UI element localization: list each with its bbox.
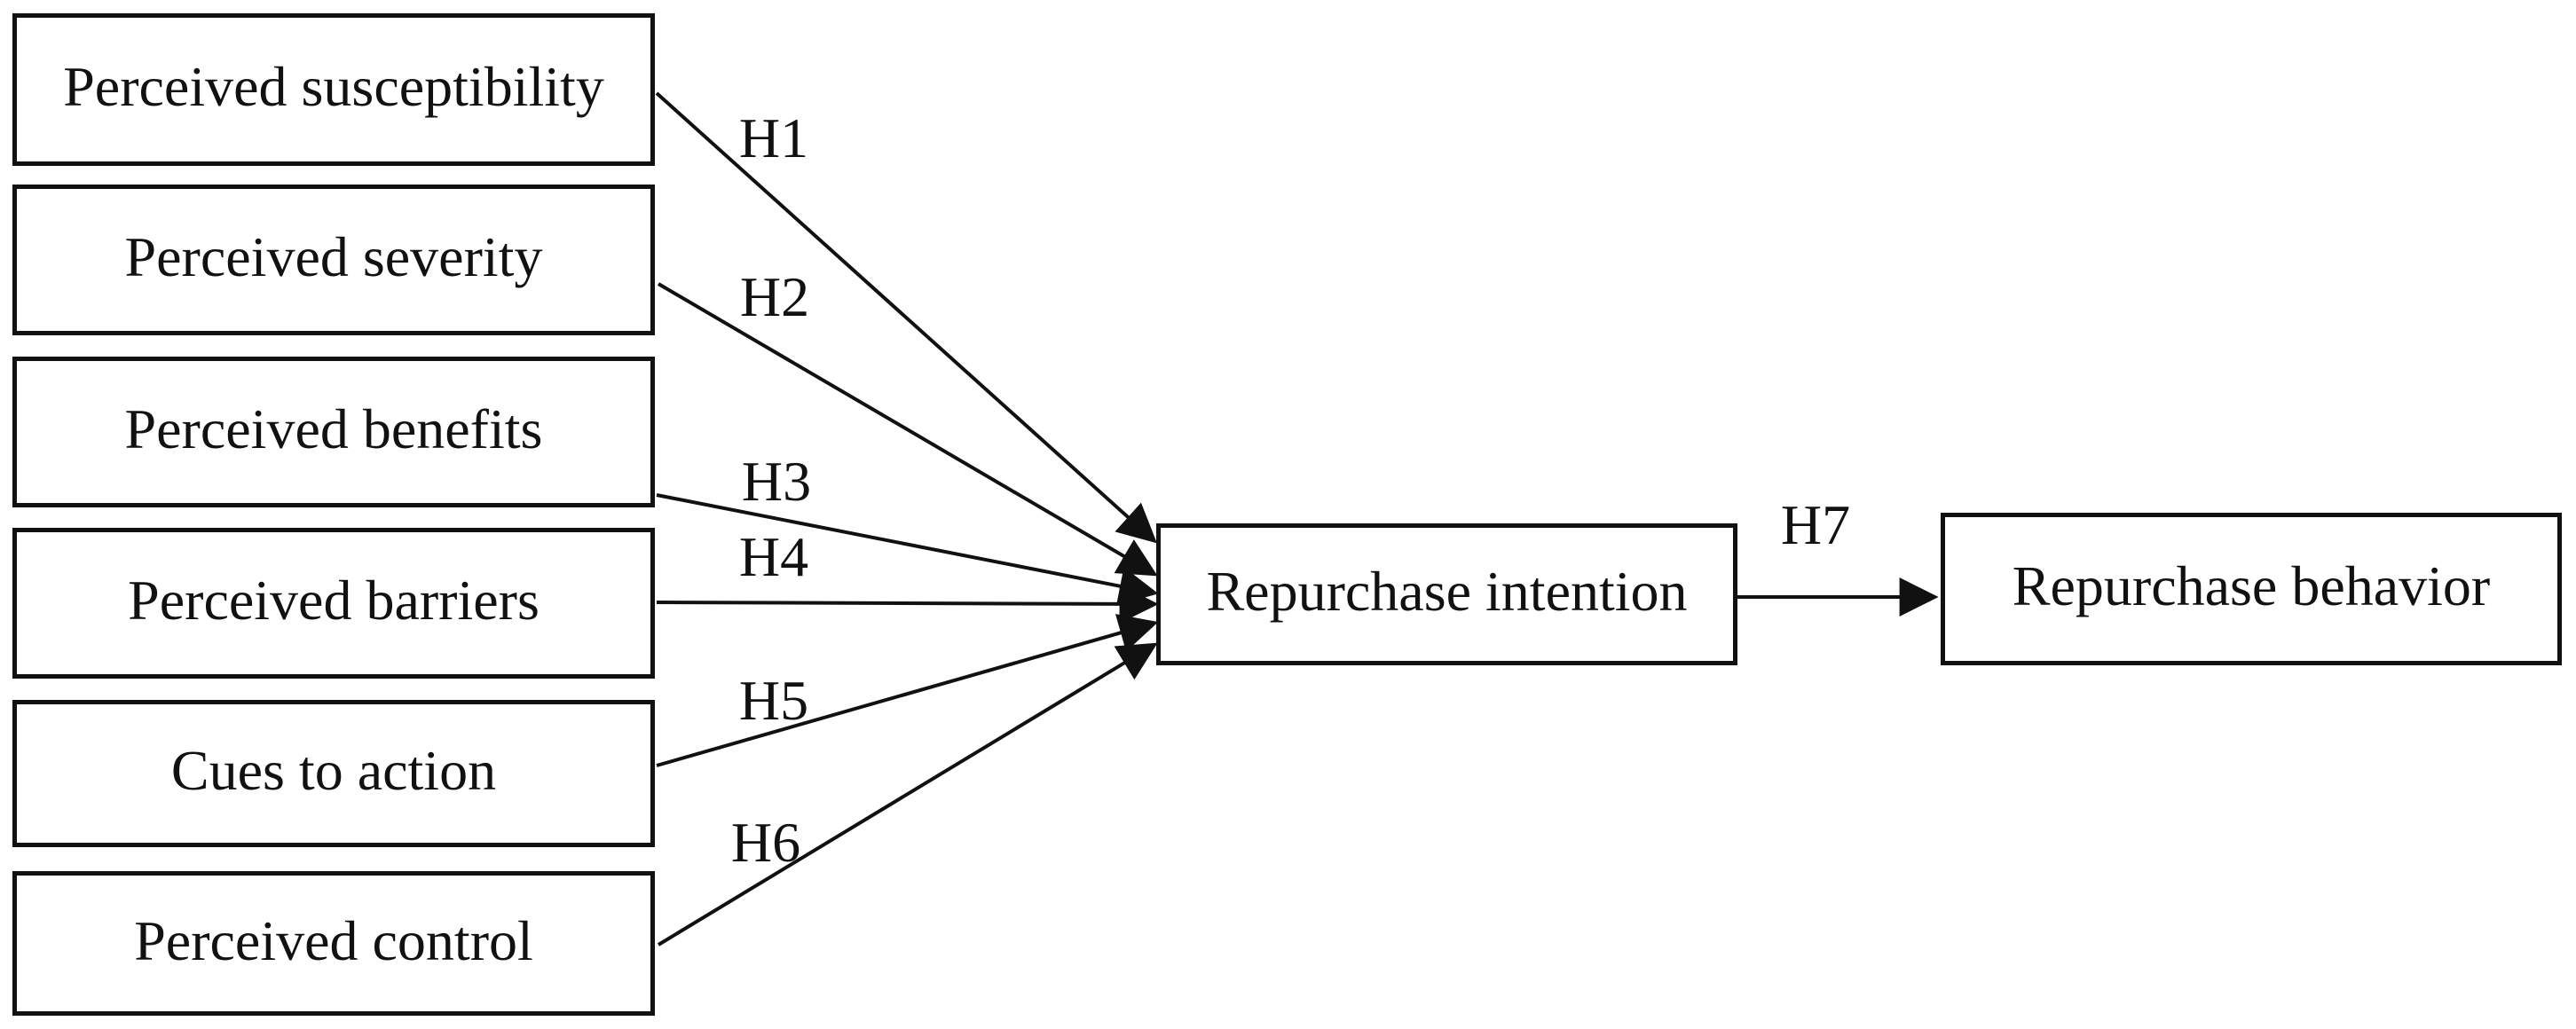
node-perceived-benefits: Perceived benefits xyxy=(12,357,655,507)
node-perceived-susceptibility: Perceived susceptibility xyxy=(12,13,655,166)
hypothesis-label-H5: H5 xyxy=(738,669,809,732)
edge-H1-arrow xyxy=(655,91,1157,544)
edge-H6-arrow xyxy=(657,642,1158,947)
node-cues-to-action: Cues to action xyxy=(12,700,655,847)
hypothesis-label-H1: H1 xyxy=(738,106,809,169)
edge-H3-arrow xyxy=(656,493,1159,606)
node-label-cues-to-action: Cues to action xyxy=(170,739,497,802)
edge-H2-arrow xyxy=(657,282,1158,577)
node-repurchase-intention: Repurchase intention xyxy=(1156,523,1737,665)
hypothesis-label-H4: H4 xyxy=(738,525,809,588)
node-label-perceived-control: Perceived control xyxy=(134,908,533,972)
hypothesis-arrows xyxy=(655,91,1939,947)
node-label-repurchase-behavior: Repurchase behavior xyxy=(2012,554,2491,617)
node-label-repurchase-intention: Repurchase intention xyxy=(1206,560,1688,623)
node-label-perceived-severity: Perceived severity xyxy=(124,225,543,288)
node-label-perceived-benefits: Perceived benefits xyxy=(124,397,543,460)
node-perceived-control: Perceived control xyxy=(12,871,655,1016)
hypothesis-label-H7: H7 xyxy=(1780,493,1851,556)
edge-H5-arrow xyxy=(656,614,1159,767)
node-label-perceived-barriers: Perceived barriers xyxy=(128,569,540,632)
edge-H4-arrow xyxy=(656,584,1159,624)
node-perceived-barriers: Perceived barriers xyxy=(12,528,655,679)
node-repurchase-behavior: Repurchase behavior xyxy=(1941,513,2562,665)
hypothesis-label-H6: H6 xyxy=(730,811,801,874)
node-perceived-severity: Perceived severity xyxy=(12,185,655,335)
hypothesis-label-H2: H2 xyxy=(739,265,810,328)
hypothesis-label-H3: H3 xyxy=(741,450,812,513)
node-label-perceived-susceptibility: Perceived susceptibility xyxy=(63,55,604,118)
